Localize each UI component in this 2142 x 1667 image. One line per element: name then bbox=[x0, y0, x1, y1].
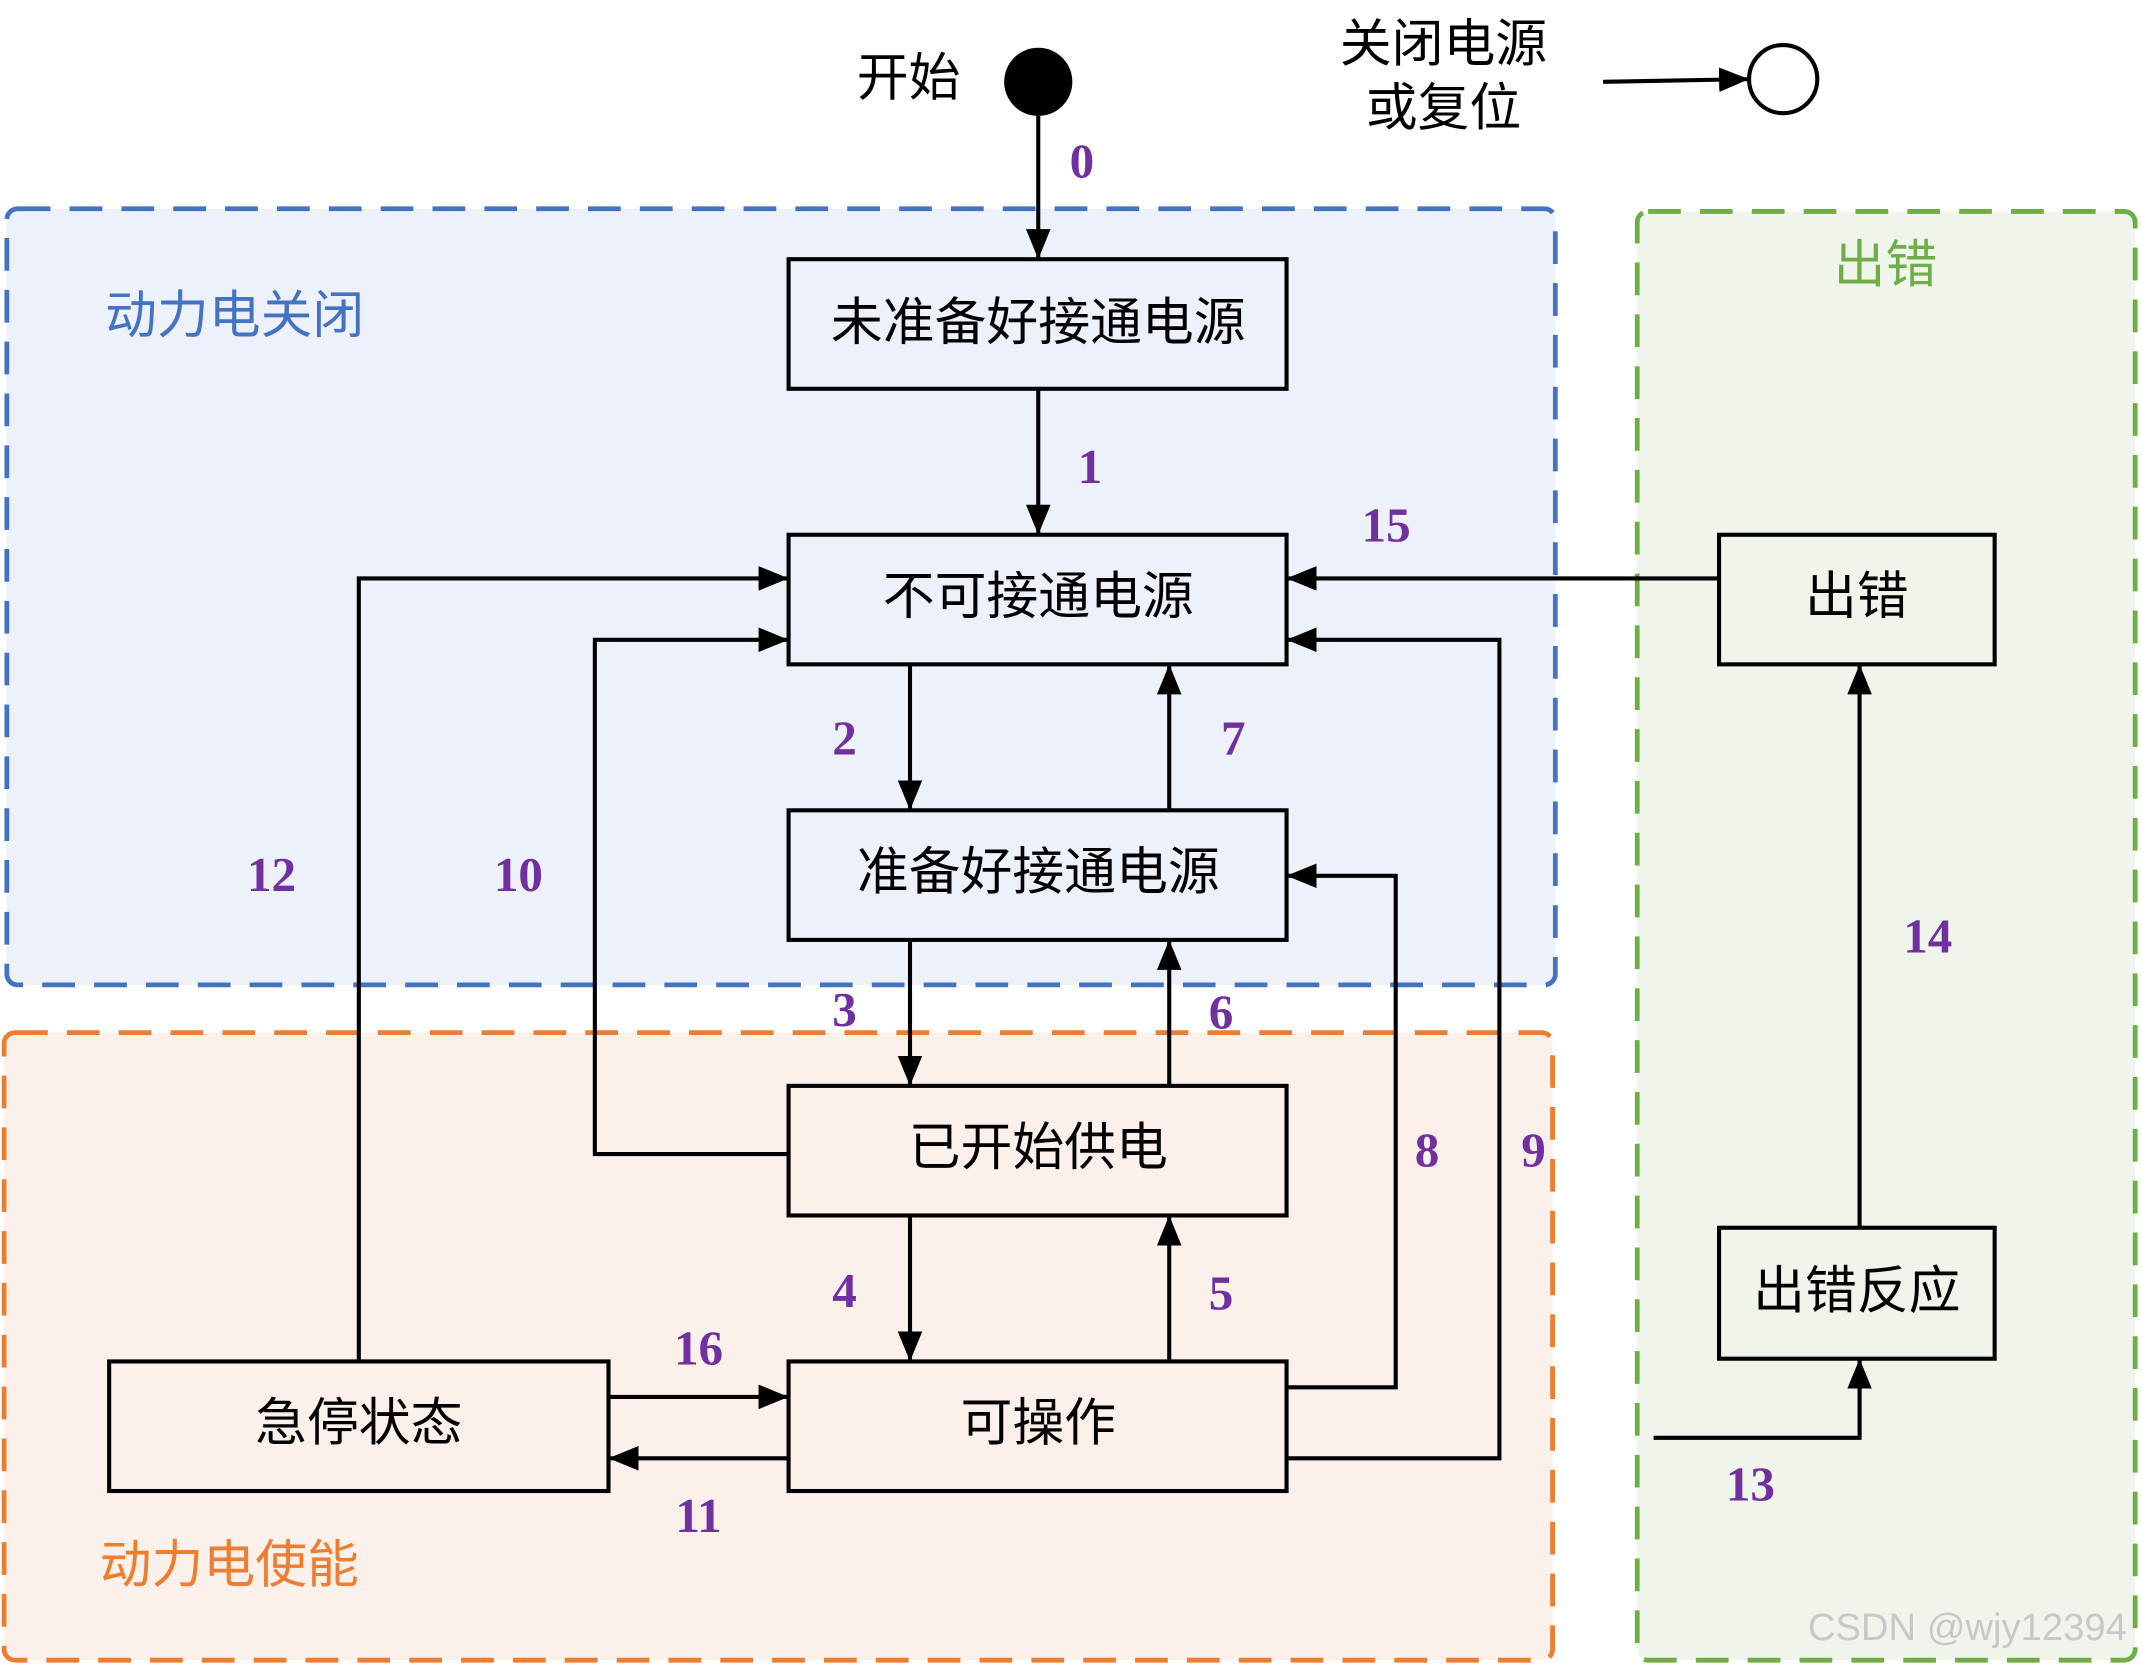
state-fault-label: 出错 bbox=[1805, 569, 1909, 626]
group-power-on-region bbox=[1, 1030, 1555, 1663]
transition-13-arrow bbox=[1653, 1358, 1872, 1440]
state-operation-enabled-box bbox=[786, 1359, 1289, 1494]
state-ready-to-switch-on-label: 准备好接通电源 bbox=[857, 845, 1220, 902]
end-node: 关闭电源 或复位 bbox=[1340, 17, 1820, 138]
transition-6-label: 6 bbox=[1209, 985, 1234, 1040]
transition-13-label: 13 bbox=[1726, 1457, 1775, 1512]
watermark: CSDN @wjy12394 bbox=[1808, 1606, 2127, 1649]
transition-5-label: 5 bbox=[1209, 1266, 1234, 1321]
transition-7-label: 7 bbox=[1221, 711, 1246, 766]
state-not-ready-label: 未准备好接通电源 bbox=[831, 295, 1246, 352]
end-arrow bbox=[1603, 67, 1750, 92]
transition-1-label: 1 bbox=[1078, 439, 1103, 494]
state-switched-on-box bbox=[786, 1083, 1289, 1218]
transition-11-label: 11 bbox=[675, 1488, 721, 1543]
group-fault-region bbox=[1634, 209, 2138, 1663]
transition-16-label: 16 bbox=[674, 1320, 723, 1375]
transition-10-arrow bbox=[592, 627, 789, 1157]
end-circle bbox=[1747, 42, 1820, 116]
state-quick-stop-label: 急停状态 bbox=[255, 1396, 462, 1453]
transition-15-label: 15 bbox=[1362, 498, 1411, 553]
group-power-on: 动力电使能 bbox=[1, 1030, 1555, 1663]
transition-10-label: 10 bbox=[494, 847, 543, 902]
transition-3-label: 3 bbox=[832, 982, 857, 1037]
group-fault: 出错 bbox=[1634, 209, 2138, 1663]
transition-0-label: 0 bbox=[1070, 133, 1095, 188]
state-switch-on-disabled-label: 不可接通电源 bbox=[883, 569, 1194, 626]
transition-8-arrow bbox=[1286, 863, 1398, 1390]
transition-9-label: 9 bbox=[1521, 1122, 1546, 1177]
state-quick-stop: 急停状态 bbox=[107, 1359, 611, 1494]
transition-12-label: 12 bbox=[247, 847, 296, 902]
group-power-off-label: 动力电关闭 bbox=[105, 288, 364, 345]
transition-8-label: 8 bbox=[1415, 1122, 1440, 1177]
group-power-off: 动力电关闭 bbox=[4, 206, 1558, 988]
state-switched-on-label: 已开始供电 bbox=[909, 1120, 1168, 1177]
start-dot bbox=[1004, 47, 1073, 116]
state-switched-on: 已开始供电 bbox=[786, 1083, 1289, 1218]
transition-14-label: 14 bbox=[1903, 908, 1952, 963]
transition-2-label: 2 bbox=[832, 711, 857, 766]
start-node: 开始 bbox=[857, 47, 1073, 116]
state-ready-to-switch-on: 准备好接通电源 bbox=[786, 808, 1289, 942]
end-label-line1: 关闭电源 bbox=[1340, 17, 1547, 74]
group-power-on-label: 动力电使能 bbox=[100, 1538, 359, 1595]
transition-9-arrow bbox=[1286, 627, 1502, 1461]
state-operation-enabled-label: 可操作 bbox=[961, 1396, 1117, 1453]
transition-12-arrow bbox=[356, 566, 789, 1362]
start-label: 开始 bbox=[857, 51, 961, 108]
group-fault-label: 出错 bbox=[1834, 238, 1938, 295]
state-operation-enabled: 可操作 bbox=[786, 1359, 1289, 1494]
state-fault-reaction-label: 出错反应 bbox=[1753, 1263, 1960, 1320]
end-label-line2: 或复位 bbox=[1366, 81, 1522, 138]
transition-4-label: 4 bbox=[832, 1263, 857, 1318]
